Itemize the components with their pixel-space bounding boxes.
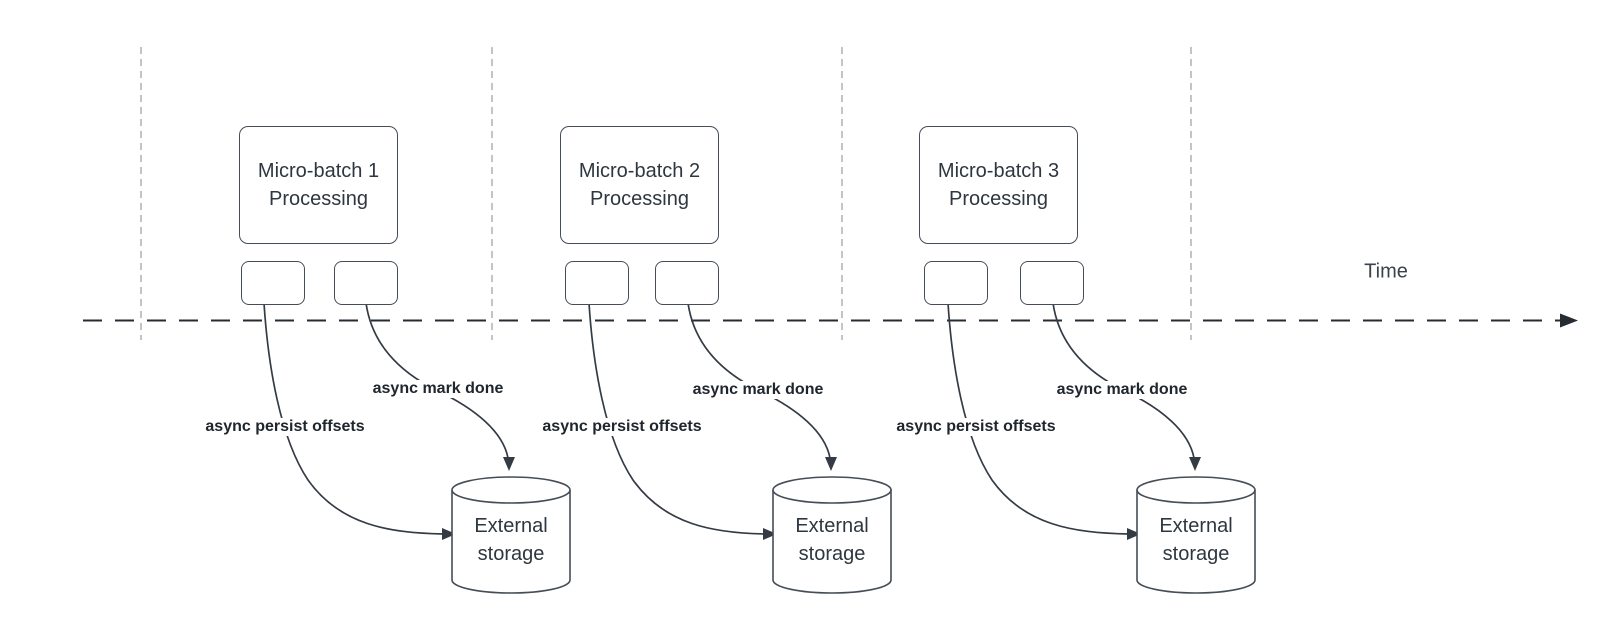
mark-done-arrowhead-2 xyxy=(825,457,837,471)
persist-offsets-label-2: async persist offsets xyxy=(539,418,705,436)
storage-cylinder-1 xyxy=(451,476,571,594)
mark-done-arrowhead-3 xyxy=(1189,457,1201,471)
storage-cylinder-3 xyxy=(1136,476,1256,594)
storage-label-3-line2: storage xyxy=(1162,543,1230,565)
time-axis-arrowhead xyxy=(1560,313,1578,328)
task-box-3a xyxy=(924,261,988,305)
persist-offsets-arrow-2 xyxy=(588,302,766,535)
storage-label-3-line1: External xyxy=(1159,515,1233,537)
mark-done-arrowhead-1 xyxy=(503,457,515,471)
storage-cylinder-2 xyxy=(772,476,892,594)
storage-label-2-line1: External xyxy=(795,515,869,537)
storage-label-2: External storage xyxy=(772,512,892,568)
persist-offsets-arrowhead-2 xyxy=(763,528,777,540)
process-box-3-title: Micro-batch 3 xyxy=(937,160,1060,182)
mark-done-label-3: async mark done xyxy=(1053,381,1191,399)
persist-offsets-label-3: async persist offsets xyxy=(893,418,1059,436)
storage-label-1-line1: External xyxy=(474,515,548,537)
persist-offsets-arrow-3 xyxy=(947,302,1130,535)
storage-label-3: External storage xyxy=(1136,512,1256,568)
persist-offsets-arrowhead-3 xyxy=(1127,528,1141,540)
storage-label-2-line2: storage xyxy=(798,543,866,565)
process-box-3: Micro-batch 3 Processing xyxy=(919,126,1078,244)
persist-offsets-arrowhead-1 xyxy=(442,528,456,540)
process-box-2: Micro-batch 2 Processing xyxy=(560,126,719,244)
storage-label-1: External storage xyxy=(451,512,571,568)
task-box-1a xyxy=(241,261,305,305)
process-box-1: Micro-batch 1 Processing xyxy=(239,126,398,244)
task-box-3b xyxy=(1020,261,1084,305)
process-box-1-subtitle: Processing xyxy=(269,188,368,210)
process-box-2-title: Micro-batch 2 xyxy=(578,160,701,182)
task-box-1b xyxy=(334,261,398,305)
task-box-2b xyxy=(655,261,719,305)
task-box-2a xyxy=(565,261,629,305)
storage-label-1-line2: storage xyxy=(477,543,545,565)
process-box-1-title: Micro-batch 1 xyxy=(257,160,380,182)
process-box-2-subtitle: Processing xyxy=(590,188,689,210)
persist-offsets-label-1: async persist offsets xyxy=(202,418,368,436)
persist-offsets-arrow-1 xyxy=(263,302,445,535)
time-axis-label: Time xyxy=(1364,260,1408,283)
mark-done-label-2: async mark done xyxy=(689,381,827,399)
process-box-3-subtitle: Processing xyxy=(949,188,1048,210)
mark-done-label-1: async mark done xyxy=(369,380,507,398)
